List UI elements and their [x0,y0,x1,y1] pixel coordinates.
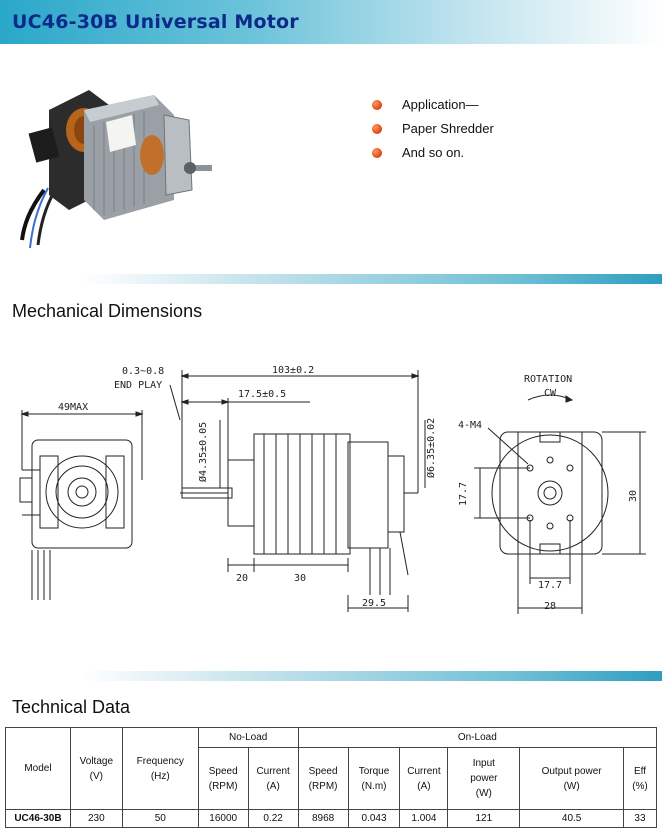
header-ol-current: Current(A) [399,747,449,810]
dim-30: 30 [294,573,306,584]
cell-input-power: 121 [447,809,521,828]
page-title: UC46-30B Universal Motor [12,11,299,33]
cell-ol-speed: 8968 [297,809,349,828]
dim-end-play-label: END PLAY [114,380,162,391]
mechanical-drawing: 0.3~0.8 END PLAY 103±0.2 17.5±0.5 49MAX … [19,365,646,614]
dim-shaft-diameter: Ø4.35±0.05 [197,422,209,482]
header-model: Model [5,727,71,810]
list-item-text: Paper Shredder [402,121,494,136]
list-item: Application— [372,96,494,120]
header-torque: Torque(N.m) [347,747,401,810]
cell-voltage: 230 [69,809,123,828]
cell-eff: 33 [622,809,658,828]
dim-17-7-vertical: 17.7 [458,482,469,506]
technical-data-table: Model Voltage(V) Frequency(Hz) No-Load O… [5,727,658,828]
bullet-icon [372,100,382,110]
dim-20: 20 [236,573,248,584]
dim-width-max: 49MAX [58,402,88,413]
section-title-technical: Technical Data [12,697,131,717]
cell-frequency: 50 [121,809,199,828]
list-item-text: And so on. [402,145,465,160]
application-list: Application— Paper Shredder And so on. [372,96,494,168]
dim-overall-length: 103±0.2 [272,365,314,376]
header-output-power: Output power(W) [519,747,624,810]
cell-output-power: 40.5 [519,809,624,828]
rotation-label: ROTATION [524,374,572,385]
list-item-text: Application— [402,97,479,112]
title-bar: UC46-30B Universal Motor [0,0,662,44]
rotation-direction: CW [544,388,557,399]
dim-holes: 4-M4 [458,420,482,431]
bullet-icon [372,124,382,134]
header-eff: Eff(%) [622,747,658,810]
section-divider [80,671,662,681]
dim-boss-diameter: Ø6.35±0.02 [425,418,437,478]
dim-29-5: 29.5 [362,598,386,609]
table-row: UC46-30B 230 50 16000 0.22 8968 0.043 1.… [5,809,658,828]
bullet-icon [372,148,382,158]
cell-nl-current: 0.22 [247,809,299,828]
list-item: And so on. [372,144,494,168]
cell-model: UC46-30B [5,809,71,828]
dim-28: 28 [544,601,556,612]
motor-photo [20,90,212,249]
list-item: Paper Shredder [372,120,494,144]
dim-end-play: 0.3~0.8 [122,366,164,377]
header-nl-current: Current(A) [247,747,299,810]
dim-30-vertical: 30 [628,490,639,502]
header-ol-speed: Speed(RPM) [297,747,349,810]
header-nl-speed: Speed(RPM) [197,747,249,810]
header-no-load: No-Load [197,727,299,748]
section-divider [80,274,662,284]
header-frequency: Frequency(Hz) [121,727,199,810]
dim-17-7-horizontal: 17.7 [538,580,562,591]
header-voltage: Voltage(V) [69,727,123,810]
cell-torque: 0.043 [347,809,401,828]
section-title-mechanical: Mechanical Dimensions [12,301,203,321]
cell-ol-current: 1.004 [399,809,449,828]
header-on-load: On-Load [297,727,658,748]
dim-shaft-length: 17.5±0.5 [238,389,286,400]
cell-nl-speed: 16000 [197,809,249,828]
